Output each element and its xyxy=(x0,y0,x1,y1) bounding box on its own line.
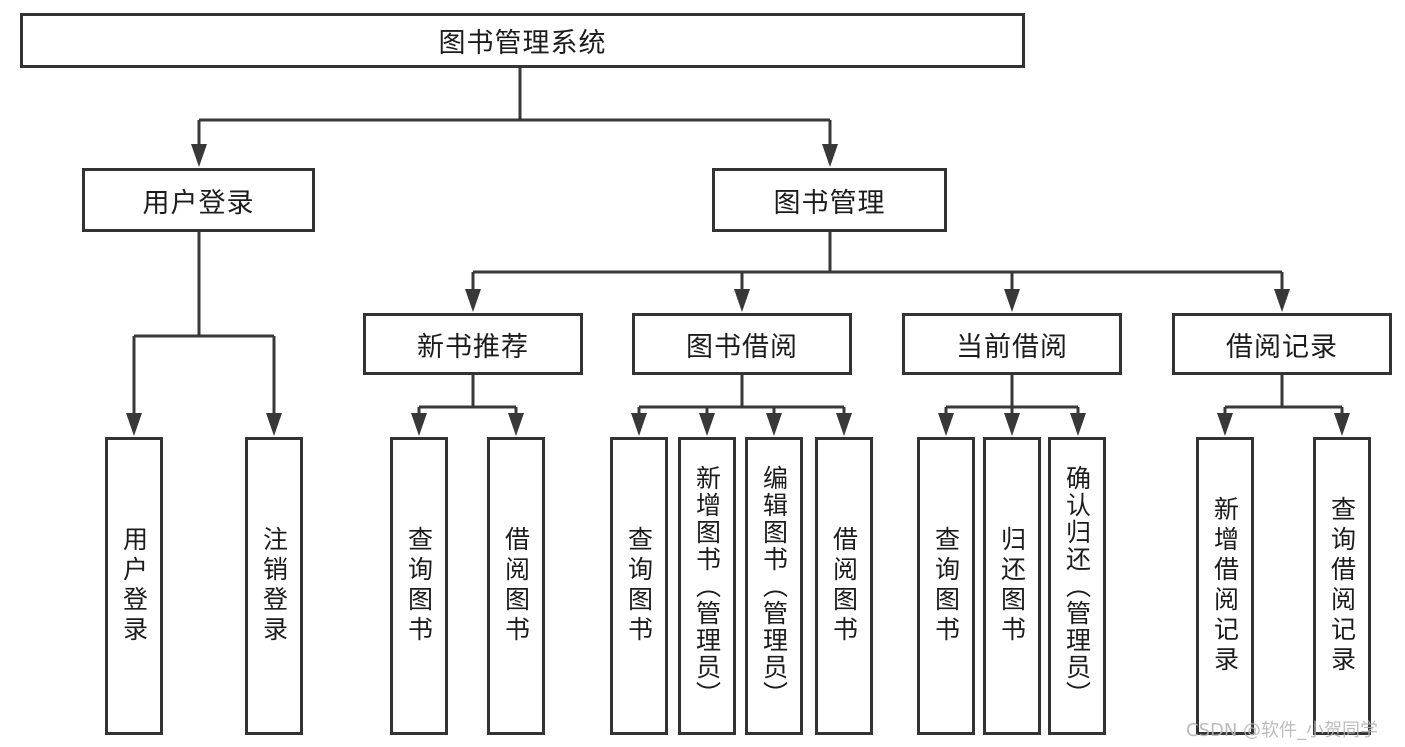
arrowhead-book-borrowing xyxy=(734,289,750,312)
leaf-add-borrow-record-label: 新增借阅记录 xyxy=(1210,496,1240,676)
leaf-logout: 注销登录 xyxy=(245,437,303,735)
leaf-query-borrow-record-label: 查询借阅记录 xyxy=(1327,496,1357,676)
arrowhead-current-query-books xyxy=(938,413,954,436)
leaf-recommend-query-books: 查询图书 xyxy=(390,437,448,735)
node-book-management-label: 图书管理 xyxy=(773,187,886,219)
node-book-borrowing: 图书借阅 xyxy=(632,313,852,375)
connector-user-login-branch xyxy=(132,232,276,419)
connector-book-management-branch xyxy=(471,232,1284,294)
arrowhead-leaf-logout xyxy=(266,413,282,436)
node-library-management-system: 图书管理系统 xyxy=(20,13,1025,68)
leaf-borrowing-query-books: 查询图书 xyxy=(610,437,668,735)
leaf-query-borrow-record: 查询借阅记录 xyxy=(1313,437,1371,735)
connector-book-borrowing-branch xyxy=(637,375,846,419)
leaf-current-return-books: 归还图书 xyxy=(983,437,1041,735)
arrowhead-recommend-borrow-books xyxy=(508,413,524,436)
arrowhead-records-add-record xyxy=(1217,413,1233,436)
node-current-borrowing: 当前借阅 xyxy=(902,313,1122,375)
connector-borrow-records-branch xyxy=(1223,375,1344,419)
leaf-current-confirm-return-admin: 确认归还（管理员） xyxy=(1048,437,1106,735)
arrowhead-new-book-recommend xyxy=(465,289,481,312)
arrowhead-current-borrowing xyxy=(1004,289,1020,312)
connector-new-book-recommend-branch xyxy=(417,375,518,419)
leaf-borrowing-query-books-label: 查询图书 xyxy=(624,526,654,646)
leaf-current-return-books-label: 归还图书 xyxy=(997,526,1027,646)
node-book-management: 图书管理 xyxy=(712,168,947,232)
node-borrow-records-label: 借阅记录 xyxy=(1226,331,1338,363)
leaf-add-borrow-record: 新增借阅记录 xyxy=(1196,437,1254,735)
csdn-watermark: CSDN @软件_小贺同学 xyxy=(1186,720,1379,741)
node-user-login: 用户登录 xyxy=(82,168,315,232)
arrowhead-borrowing-query-books xyxy=(631,413,647,436)
leaf-user-login-label: 用户登录 xyxy=(119,526,149,646)
leaf-user-login: 用户登录 xyxy=(105,437,163,735)
node-new-book-recommend-label: 新书推荐 xyxy=(417,331,529,363)
connector-root-branch xyxy=(197,68,832,150)
leaf-borrowing-borrow-books: 借阅图书 xyxy=(815,437,873,735)
arrowhead-leaf-user-login xyxy=(126,413,142,436)
node-new-book-recommend: 新书推荐 xyxy=(363,313,583,375)
node-library-management-system-label: 图书管理系统 xyxy=(438,28,607,59)
leaf-borrowing-add-books-admin-label: 新增图书（管理员） xyxy=(692,464,722,708)
arrowhead-records-query-record xyxy=(1334,413,1350,436)
node-borrow-records: 借阅记录 xyxy=(1172,313,1392,375)
arrowhead-current-confirm-return xyxy=(1070,413,1086,436)
arrowhead-recommend-query-books xyxy=(411,413,427,436)
node-user-login-label: 用户登录 xyxy=(142,187,255,219)
leaf-borrowing-edit-books-admin-label: 编辑图书（管理员） xyxy=(759,464,789,708)
leaf-borrowing-add-books-admin: 新增图书（管理员） xyxy=(678,437,736,735)
leaf-current-query-books-label: 查询图书 xyxy=(931,526,961,646)
node-current-borrowing-label: 当前借阅 xyxy=(956,331,1068,363)
arrowhead-current-return-books xyxy=(1004,413,1020,436)
leaf-recommend-borrow-books: 借阅图书 xyxy=(487,437,545,735)
arrowhead-borrowing-edit-books xyxy=(766,413,782,436)
leaf-recommend-query-books-label: 查询图书 xyxy=(404,526,434,646)
leaf-borrowing-borrow-books-label: 借阅图书 xyxy=(829,526,859,646)
connector-current-borrowing-branch xyxy=(944,375,1080,419)
node-book-borrowing-label: 图书借阅 xyxy=(686,331,798,363)
leaf-recommend-borrow-books-label: 借阅图书 xyxy=(501,526,531,646)
arrowhead-user-login xyxy=(191,144,207,167)
leaf-current-confirm-return-admin-label: 确认归还（管理员） xyxy=(1062,464,1092,708)
leaf-borrowing-edit-books-admin: 编辑图书（管理员） xyxy=(745,437,803,735)
arrowhead-borrow-records xyxy=(1274,289,1290,312)
leaf-current-query-books: 查询图书 xyxy=(917,437,975,735)
arrowhead-book-management xyxy=(822,144,838,167)
arrowhead-borrowing-add-books xyxy=(699,413,715,436)
arrowhead-borrowing-borrow-books xyxy=(836,413,852,436)
leaf-logout-label: 注销登录 xyxy=(259,526,289,646)
